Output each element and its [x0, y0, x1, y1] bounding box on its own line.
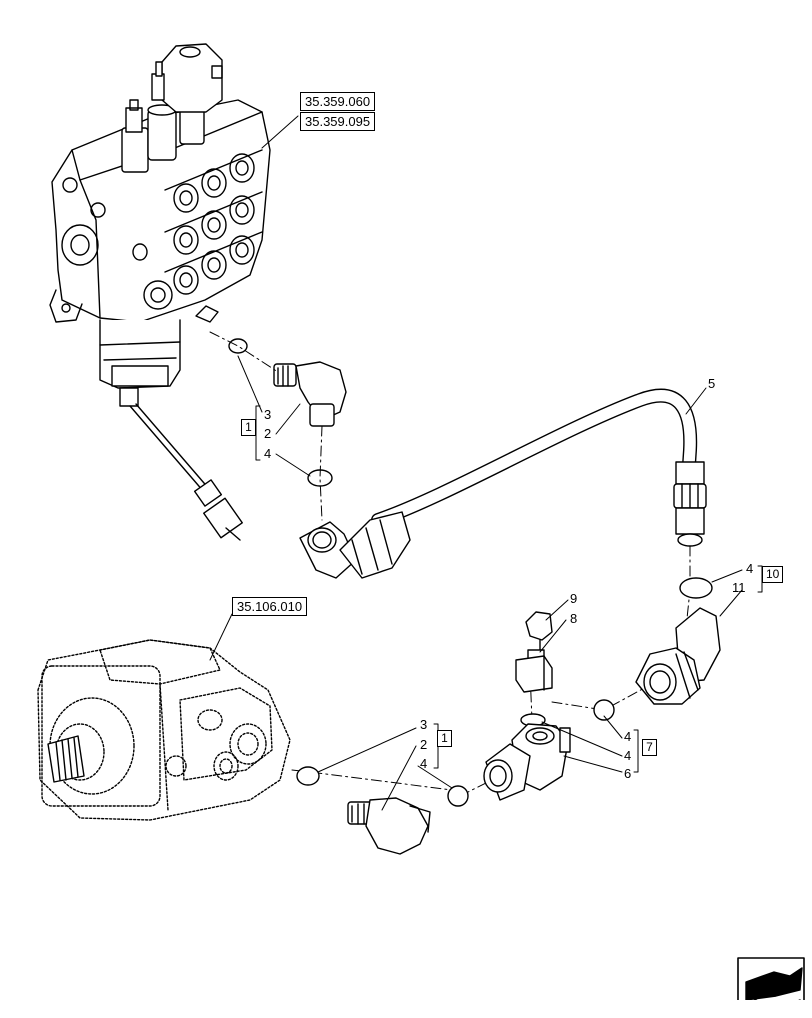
lower-elbow-fitting [347, 797, 431, 855]
callout-lower-2: 2 [420, 737, 428, 752]
callout-lower-4: 4 [420, 756, 428, 771]
reference-control-valve-a[interactable]: 35.359.060 [300, 92, 376, 111]
kit-10-box[interactable]: 10 [762, 566, 784, 583]
kit-1-upper-box[interactable]: 1 [241, 419, 256, 436]
right-swivel-elbow [635, 607, 721, 705]
o-ring-tee-right [593, 699, 615, 721]
reference-control-valve-b[interactable]: 35.359.095 [300, 112, 376, 131]
callout-upper-2: 2 [264, 426, 272, 441]
o-ring-right [679, 577, 713, 599]
callout-tee-4a: 4 [624, 729, 632, 744]
reference-pump[interactable]: 35.106.010 [232, 597, 308, 616]
next-page-arrow-icon [737, 957, 805, 1000]
hydraulic-pump [37, 639, 291, 821]
control-valve-assembly [49, 43, 271, 541]
callout-upper-4: 4 [264, 446, 272, 461]
callout-tee-6: 6 [624, 766, 632, 781]
kit-7-box[interactable]: 7 [642, 739, 657, 756]
callout-right-4: 4 [746, 561, 754, 576]
o-ring-upper-a [228, 338, 248, 354]
callout-hose-5: 5 [708, 376, 716, 391]
callout-tee-4b: 4 [624, 748, 632, 763]
test-point-fitting [515, 611, 553, 693]
callout-fitting-8: 8 [570, 611, 578, 626]
next-page-button[interactable] [736, 958, 804, 1018]
hydraulic-hose [299, 388, 707, 579]
o-ring-lower-b [447, 785, 469, 807]
leader-lines [209, 115, 763, 811]
o-ring-lower-a [296, 766, 320, 786]
kit-1-lower-box[interactable]: 1 [437, 730, 452, 747]
tee-fitting [483, 723, 571, 801]
pump-shaft [47, 735, 85, 783]
callout-lower-3: 3 [420, 717, 428, 732]
upper-elbow-fitting [273, 361, 347, 427]
callout-upper-3: 3 [264, 407, 272, 422]
callout-right-11: 11 [732, 580, 746, 595]
callout-cap-9: 9 [570, 591, 578, 606]
